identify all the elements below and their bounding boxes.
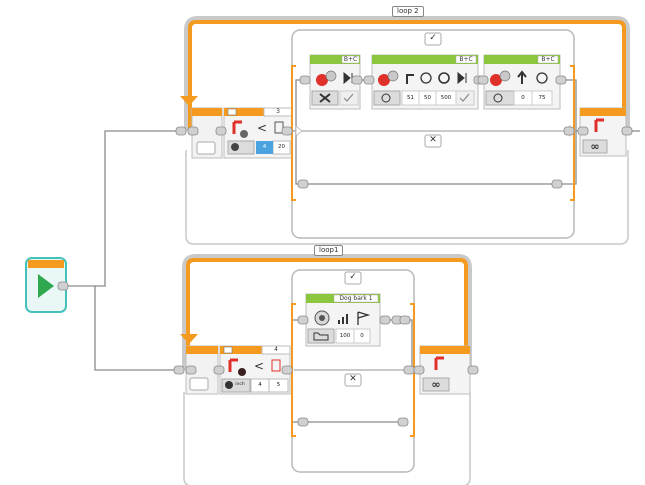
- steering-motor-degrees-block[interactable]: [371, 54, 479, 110]
- loop-interrupt-icon: [232, 120, 242, 134]
- loop1-counter: 4: [274, 346, 278, 353]
- motor2-ports[interactable]: B+C: [459, 56, 473, 63]
- loop1-compare-value[interactable]: 4: [258, 382, 262, 388]
- loop-end-icon: [594, 118, 604, 132]
- loop2-compare-value[interactable]: 4: [256, 141, 273, 154]
- loop1-infinite-mode[interactable]: ∞: [431, 378, 441, 391]
- motor2-power-value[interactable]: 50: [424, 95, 431, 101]
- svg-text:<: <: [254, 359, 264, 373]
- svg-text:<: <: [257, 121, 267, 135]
- motor3-steering-value[interactable]: 0: [521, 95, 525, 101]
- wire-plugs: [57, 75, 633, 427]
- motor-icon: [316, 74, 328, 86]
- motor3-power-value[interactable]: 75: [538, 95, 546, 101]
- play-type-icon: [357, 311, 371, 325]
- loop1-label[interactable]: loop1: [314, 245, 344, 256]
- loop1-case-false[interactable]: ✕: [349, 374, 357, 384]
- loop1-end-block[interactable]: [419, 345, 471, 395]
- loop-direction-arrow-icon: [180, 96, 198, 106]
- sound-block[interactable]: [305, 293, 381, 347]
- play-icon: [38, 274, 54, 298]
- degrees-icon: [438, 72, 450, 84]
- ultrasonic-sensor-icon: [225, 381, 233, 389]
- sound-volume-value[interactable]: 100: [339, 333, 351, 339]
- motor2-steering-value[interactable]: 51: [407, 95, 414, 101]
- motor3-ports[interactable]: B+C: [541, 56, 555, 63]
- loop1-sensor-unit: inch: [235, 382, 245, 387]
- loop2-label[interactable]: loop 2: [392, 6, 424, 17]
- sound-play-type-value[interactable]: 0: [360, 333, 364, 339]
- steering-icon: [406, 74, 414, 84]
- loop1-case-true[interactable]: ✓: [349, 272, 357, 282]
- loop2-infinite-mode[interactable]: ∞: [590, 140, 600, 153]
- steering-motor-on-block[interactable]: [483, 54, 561, 110]
- steering-motor-stop-block[interactable]: [309, 54, 361, 110]
- loop1-threshold-value[interactable]: 5: [276, 382, 281, 388]
- loop2-case-false[interactable]: ✕: [429, 135, 437, 145]
- sensor-icon: [231, 143, 239, 151]
- folder-icon: [313, 332, 329, 341]
- sound-file-name[interactable]: Dog bark 1: [339, 295, 373, 302]
- loop2-threshold-value[interactable]: 20: [278, 144, 285, 150]
- loop2-case-true[interactable]: ✓: [429, 33, 437, 43]
- straight-arrow-icon: [517, 70, 527, 84]
- loop1-interrupt-block[interactable]: <: [219, 345, 291, 395]
- motor1-ports[interactable]: B+C: [343, 56, 358, 63]
- speed-icon: [420, 72, 432, 84]
- volume-icon: [338, 314, 348, 324]
- motor2-degrees-value[interactable]: 500: [440, 95, 452, 101]
- loop2-counter: 3: [276, 108, 280, 115]
